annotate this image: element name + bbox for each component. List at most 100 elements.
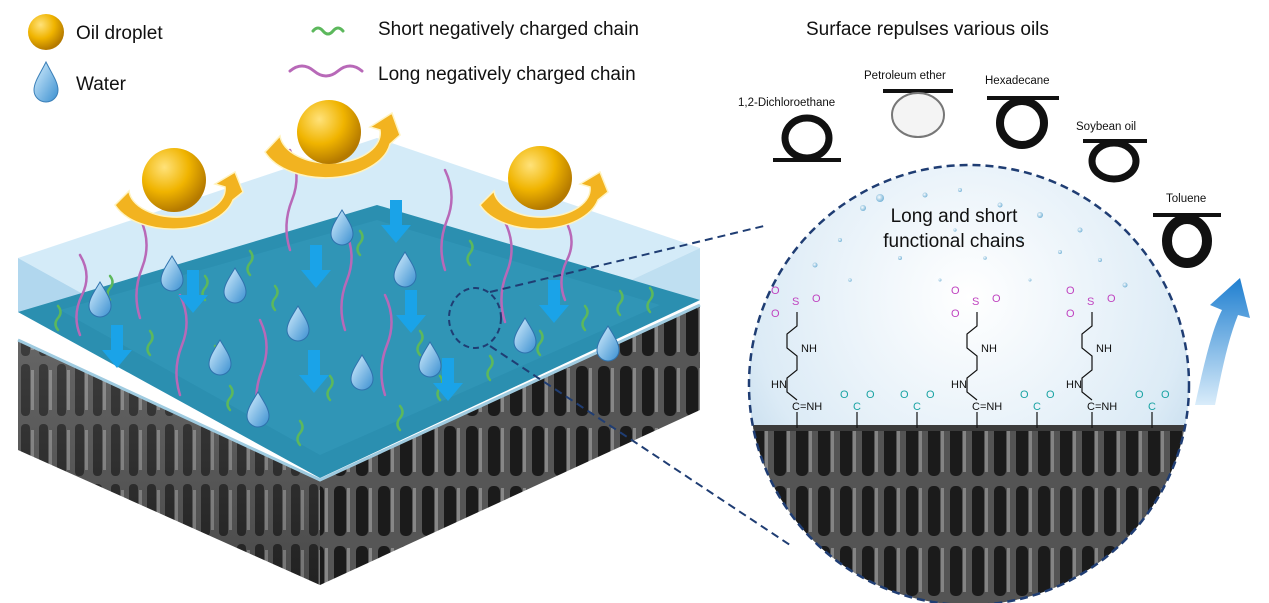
dichloroethane-surface (773, 158, 841, 162)
short-chain (246, 249, 254, 277)
legend-oil-label: Oil droplet (76, 23, 163, 44)
bubble (1122, 282, 1128, 288)
guanidine-label: C=NH (972, 401, 1002, 413)
water-droplet (330, 209, 354, 246)
carboxyl-c: C (913, 401, 921, 413)
down-arrow-icon (433, 358, 463, 401)
bubble (1077, 227, 1083, 233)
hn-label: HN (951, 379, 967, 391)
inset-zoom: S O O O S O O O S O O O (747, 163, 1191, 603)
short-chain (226, 384, 234, 412)
water-droplet-legend-icon (33, 60, 59, 103)
carboxyl-group: C O O (840, 389, 875, 413)
sulfonate-group: S O O O (951, 285, 1001, 320)
short-chain (54, 304, 62, 332)
short-chain (486, 354, 494, 382)
water-droplet (418, 341, 442, 378)
bubble (1098, 258, 1102, 262)
bubble (953, 228, 957, 232)
zoom-origin-circle (448, 287, 502, 349)
water-droplet (223, 267, 247, 304)
water-droplet (208, 339, 232, 376)
sulfonate-o: O (951, 285, 960, 297)
carboxyl-o: O (900, 389, 909, 401)
oil-label-toluene: Toluene (1166, 193, 1206, 205)
inset-bubbles (812, 188, 1128, 288)
bubble (1058, 250, 1062, 254)
hexadecane-droplet (996, 97, 1048, 149)
sulfonate-o-minus: O (812, 293, 821, 305)
down-arrow-icon (381, 200, 411, 243)
porous-side-right-shade (320, 305, 700, 585)
membrane-block (17, 100, 701, 585)
down-arrow-icon (299, 350, 329, 393)
short-chain (616, 289, 624, 317)
hn-label: HN (1066, 379, 1082, 391)
long-chain-bond (966, 312, 978, 428)
carboxyl-group: C O O (1135, 389, 1170, 413)
membrane-edge (17, 303, 701, 482)
down-arrow-icon (396, 290, 426, 333)
short-chain (296, 419, 304, 447)
water-flow-arrows (102, 200, 569, 401)
nh-label: NH (1096, 343, 1112, 355)
carboxyl-o: O (1020, 389, 1029, 401)
inset-title-line2: functional chains (883, 231, 1025, 252)
long-chain (500, 220, 513, 324)
long-chains (75, 148, 573, 422)
down-arrow-icon (301, 245, 331, 288)
sulfonate-s: S (1087, 296, 1094, 308)
soybean-droplet (1088, 139, 1140, 183)
down-arrow-icon (178, 270, 208, 313)
legend-short-chain-label: Short negatively charged chain (378, 19, 639, 40)
carboxyl-o-minus: O (866, 389, 875, 401)
sulfonate-groups: S O O O S O O O S O O O (771, 285, 1116, 320)
legend-water-label: Water (76, 74, 127, 95)
chem-structures (786, 312, 1153, 428)
short-chain (581, 304, 589, 332)
repulsion-arrow-icon (264, 111, 401, 179)
carboxyl-o-minus: O (1046, 389, 1055, 401)
oil-label-dichloroethane: 1,2-Dichloroethane (738, 97, 835, 109)
short-chain (356, 229, 364, 257)
carboxyl-o: O (1135, 389, 1144, 401)
long-chain (75, 253, 88, 337)
sulfonate-s: S (792, 296, 799, 308)
sulfonate-o-minus: O (992, 293, 1001, 305)
bubble (848, 278, 852, 282)
hn-label: HN (771, 379, 787, 391)
bubble (876, 194, 884, 202)
nh-label: NH (981, 343, 997, 355)
carboxyl-c: C (1033, 401, 1041, 413)
sulfonate-o-minus: O (1107, 293, 1116, 305)
toluene-droplet (1162, 214, 1212, 268)
sulfonate-o: O (1066, 308, 1075, 320)
oil-label-hexadecane: Hexadecane (985, 75, 1050, 87)
down-arrow-icon (539, 280, 569, 323)
porous-side-right (320, 305, 700, 585)
carboxyl-o-minus: O (1161, 389, 1170, 401)
inset-surface-line (749, 425, 1189, 431)
guanidine-label: C=NH (1087, 401, 1117, 413)
petroleum-ether-surface (883, 89, 953, 93)
membrane-surface-shade (60, 220, 660, 455)
water-droplet (88, 281, 112, 318)
oil-label-petroleum-ether: Petroleum ether (864, 70, 946, 82)
water-droplet (160, 255, 184, 292)
water-droplets (88, 209, 620, 428)
short-chain (146, 329, 154, 357)
sulfonate-group: S O O O (1066, 285, 1116, 320)
bubble (860, 205, 866, 211)
bubble (812, 262, 818, 268)
oil-label-soybean: Soybean oil (1076, 121, 1136, 133)
zoom-connector-bottom (489, 345, 791, 546)
short-chain (416, 329, 424, 357)
down-arrow-icon (102, 325, 132, 368)
nh-label: NH (801, 343, 817, 355)
sulfonate-o: O (771, 285, 780, 297)
sulfonate-o: O (771, 308, 780, 320)
carboxyl-c: C (1148, 401, 1156, 413)
long-chain-legend-icon (288, 64, 364, 78)
long-chain (560, 218, 573, 302)
